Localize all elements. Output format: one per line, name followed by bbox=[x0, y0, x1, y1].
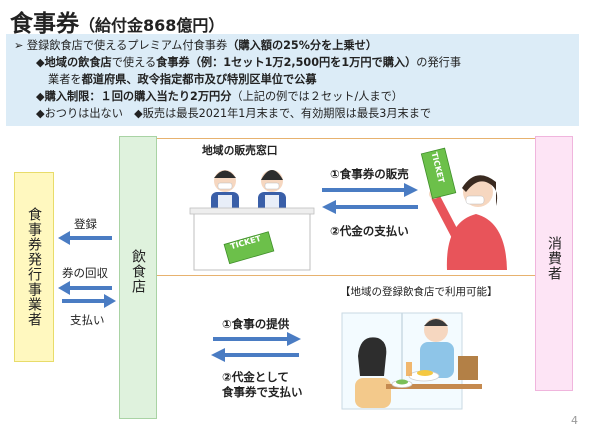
title-main-text: 食事券 bbox=[10, 11, 79, 37]
arrow-pay bbox=[62, 294, 116, 308]
summary-line-1-bold: （購入額の25%分を上乗せ） bbox=[227, 39, 378, 52]
summary-line-3: 業者を都道府県、政令指定都市及び特別区単位で公募 bbox=[48, 72, 317, 89]
summary-line-2-text-2: の発行事 bbox=[416, 56, 462, 69]
summary-line-3-bold: 都道府県、政令指定都市及び特別区単位で公募 bbox=[81, 73, 317, 86]
page-number: 4 bbox=[571, 414, 578, 427]
consumer-label: 消費者 bbox=[546, 236, 562, 281]
consumer-illustration bbox=[420, 147, 507, 270]
label-pay-line-2: 食事券で支払い bbox=[222, 385, 303, 399]
summary-line-1: ➢ 登録飲食店で使えるプレミアム付食事券（購入額の25%分を上乗せ） bbox=[14, 38, 377, 55]
issuer-label: 食事券発行事業者 bbox=[26, 207, 42, 327]
registered-restaurant-label: 【地域の登録飲食店で利用可能】 bbox=[340, 286, 498, 298]
label-pay: 支払い bbox=[70, 313, 105, 327]
summary-line-2-bold-1: ◆地域の飲食店 bbox=[36, 56, 112, 69]
summary-line-2-text-1: で使える bbox=[111, 56, 157, 69]
consumer-box: 消費者 bbox=[535, 136, 573, 391]
restaurant-illustration bbox=[341, 312, 482, 410]
summary-line-2: ◆地域の飲食店で使える食事券（例：1セット1万2,500円を1万円で購入）の発行… bbox=[36, 55, 461, 72]
arrow-register bbox=[58, 231, 112, 245]
label-collect: 券の回収 bbox=[62, 266, 108, 280]
summary-line-4: ◆購入制限：１回の購入当たり2万円分（上記の例では２セット/人まで） bbox=[36, 89, 403, 106]
summary-line-3-text: 業者を bbox=[48, 73, 82, 86]
frame-divider-line bbox=[157, 275, 535, 276]
arrow-collect bbox=[58, 281, 112, 295]
label-ticket-sale: ①食事券の販売 bbox=[330, 167, 409, 181]
sales-counter-illustration bbox=[189, 170, 315, 271]
summary-line-5: ◆おつりは出ない ◆販売は最長2021年1月末まで、有効期限は最長3月末まで bbox=[36, 107, 432, 120]
issuer-box: 食事券発行事業者 bbox=[14, 172, 54, 362]
arrow-ticket-payment bbox=[211, 348, 299, 362]
frame-top-line bbox=[157, 138, 535, 139]
label-pay-line-1: ②代金として bbox=[222, 370, 289, 384]
summary-box: ➢ 登録飲食店で使えるプレミアム付食事券（購入額の25%分を上乗せ） ◆地域の飲… bbox=[6, 34, 579, 126]
summary-line-4-text: （上記の例では２セット/人まで） bbox=[231, 90, 403, 103]
page-title: 食事券（給付金868億円） bbox=[10, 4, 224, 38]
label-meal-served: ①食事の提供 bbox=[222, 317, 290, 331]
arrow-payment bbox=[322, 200, 418, 214]
title-subtitle: （給付金868億円） bbox=[79, 16, 225, 35]
arrow-serve bbox=[213, 332, 301, 346]
restaurant-box: 飲食店 bbox=[119, 136, 157, 419]
summary-line-4-bold: ◆購入制限：１回の購入当たり2万円分 bbox=[36, 90, 232, 103]
summary-line-1-text: ➢ 登録飲食店で使えるプレミアム付食事券 bbox=[14, 39, 228, 52]
summary-line-2-bold-2: 食事券（例：1セット1万2,500円を1万円で購入） bbox=[156, 56, 417, 69]
label-register: 登録 bbox=[74, 217, 97, 231]
sales-counter-label: 地域の販売窓口 bbox=[202, 144, 278, 157]
label-payment: ②代金の支払い bbox=[330, 224, 409, 238]
restaurant-label: 飲食店 bbox=[130, 249, 146, 294]
arrow-sale bbox=[322, 183, 418, 197]
